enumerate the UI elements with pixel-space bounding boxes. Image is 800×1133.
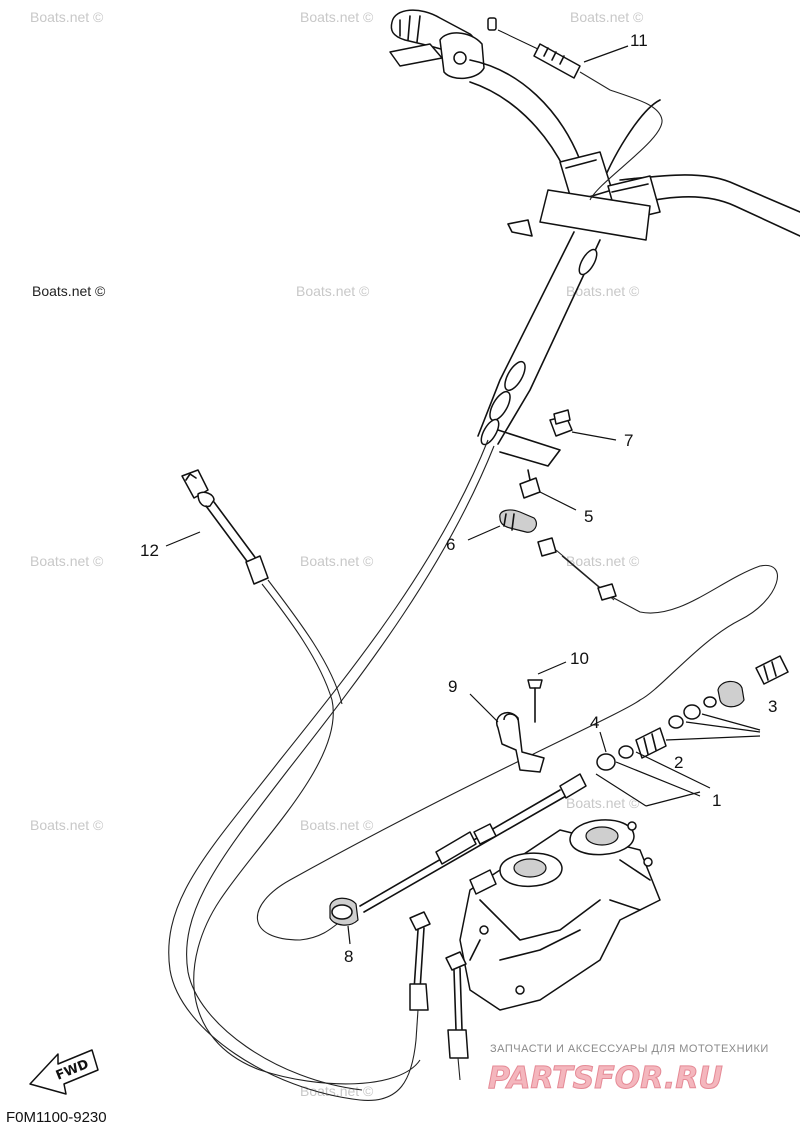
adjuster-fittings	[595, 655, 789, 807]
handlebar-assembly	[389, 9, 800, 446]
throttle-cable-end	[487, 17, 663, 201]
main-cable-loop	[168, 439, 495, 1101]
cable-12	[181, 469, 421, 1085]
callout-4: 4	[590, 713, 599, 732]
callout-2: 2	[674, 753, 683, 772]
watermark: Boats.net ©	[296, 283, 370, 299]
promo-logo: ЗАПЧАСТИ И АКСЕССУАРЫ ДЛЯ МОТОТЕХНИКИ PA…	[488, 1043, 769, 1097]
watermark: Boats.net ©	[30, 553, 104, 569]
watermark: Boats.net ©	[300, 9, 374, 25]
callout-1: 1	[712, 791, 721, 810]
fwd-arrow: FWD	[29, 1049, 99, 1095]
watermark: Boats.net ©	[30, 9, 104, 25]
callout-12: 12	[140, 541, 159, 560]
watermark: Boats.net ©	[300, 553, 374, 569]
callout-9: 9	[448, 677, 457, 696]
watermark: Boats.net ©	[566, 553, 640, 569]
figure-code: F0M1100-9230	[6, 1109, 107, 1126]
watermark-layer: Boats.net © Boats.net © Boats.net © Boat…	[30, 9, 644, 1099]
watermark: Boats.net ©	[32, 283, 106, 299]
callout-10: 10	[570, 649, 589, 668]
callout-11: 11	[630, 31, 648, 50]
watermark: Boats.net ©	[30, 817, 104, 833]
callout-6: 6	[446, 535, 455, 554]
promo-tagline: ЗАПЧАСТИ И АКСЕССУАРЫ ДЛЯ МОТОТЕХНИКИ	[490, 1043, 769, 1055]
watermark: Boats.net ©	[566, 283, 640, 299]
cable-bracket	[495, 679, 545, 773]
watermark: Boats.net ©	[300, 817, 374, 833]
callout-5: 5	[584, 507, 593, 526]
callout-7: 7	[624, 431, 633, 450]
promo-brand: PARTSFOR.RU	[488, 1061, 723, 1096]
callout-layer: 11 7 5 6 12 10 9 4 2 3 1 8	[140, 31, 777, 966]
throttle-cable	[329, 773, 587, 926]
throttle-body-assembly	[459, 819, 661, 1011]
callout-3: 3	[768, 697, 777, 716]
watermark: Boats.net ©	[300, 1083, 374, 1099]
watermark: Boats.net ©	[566, 795, 640, 811]
callout-8: 8	[344, 947, 353, 966]
watermark: Boats.net ©	[570, 9, 644, 25]
lower-cables	[409, 911, 469, 1081]
